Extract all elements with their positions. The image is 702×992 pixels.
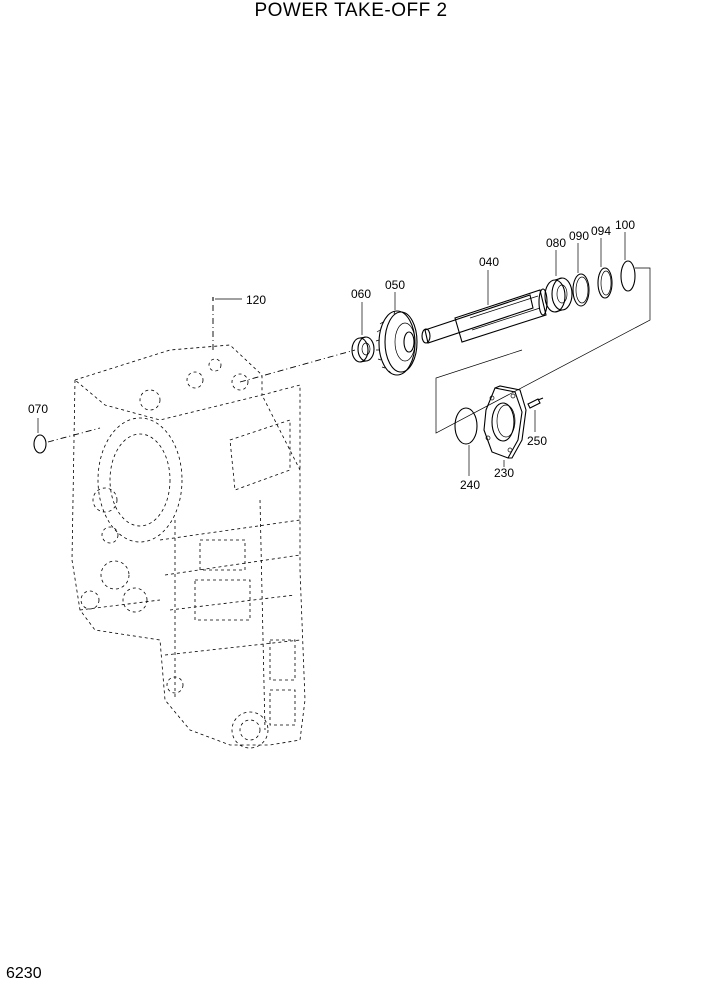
transmission-housing: [71, 344, 306, 749]
callout-080: 080: [546, 236, 566, 250]
page-number: 6230: [6, 965, 42, 982]
callout-100: 100: [615, 218, 635, 232]
callout-040: 040: [479, 255, 499, 269]
callout-250: 250: [527, 434, 547, 448]
callout-120: 120: [246, 293, 266, 307]
callout-060: 060: [351, 287, 371, 301]
part-094-ring: [597, 238, 613, 299]
callout-090: 090: [569, 229, 589, 243]
callout-094: 094: [591, 224, 611, 238]
part-240-o-ring: [454, 407, 478, 476]
part-090-ring: [572, 243, 590, 307]
shaft-axis-line: [239, 349, 356, 383]
part-120-pin: [212, 297, 242, 350]
callout-240: 240: [460, 478, 480, 492]
part-230-cover: [483, 385, 527, 467]
part-060-bearing: [351, 302, 375, 363]
callout-050: 050: [385, 278, 405, 292]
part-070-o-ring: [33, 418, 47, 454]
part-040-shaft: [421, 270, 548, 344]
callout-230: 230: [494, 466, 514, 480]
assembly-bracket-line: [435, 267, 651, 434]
page-title: POWER TAKE-OFF 2: [254, 0, 448, 21]
callout-070: 070: [28, 402, 48, 416]
seal-axis-line: [47, 427, 101, 443]
part-080-bearing: [544, 250, 573, 313]
part-250-screw: [527, 397, 544, 432]
part-100-snap-ring: [620, 232, 636, 292]
part-050-gear: [375, 292, 418, 376]
